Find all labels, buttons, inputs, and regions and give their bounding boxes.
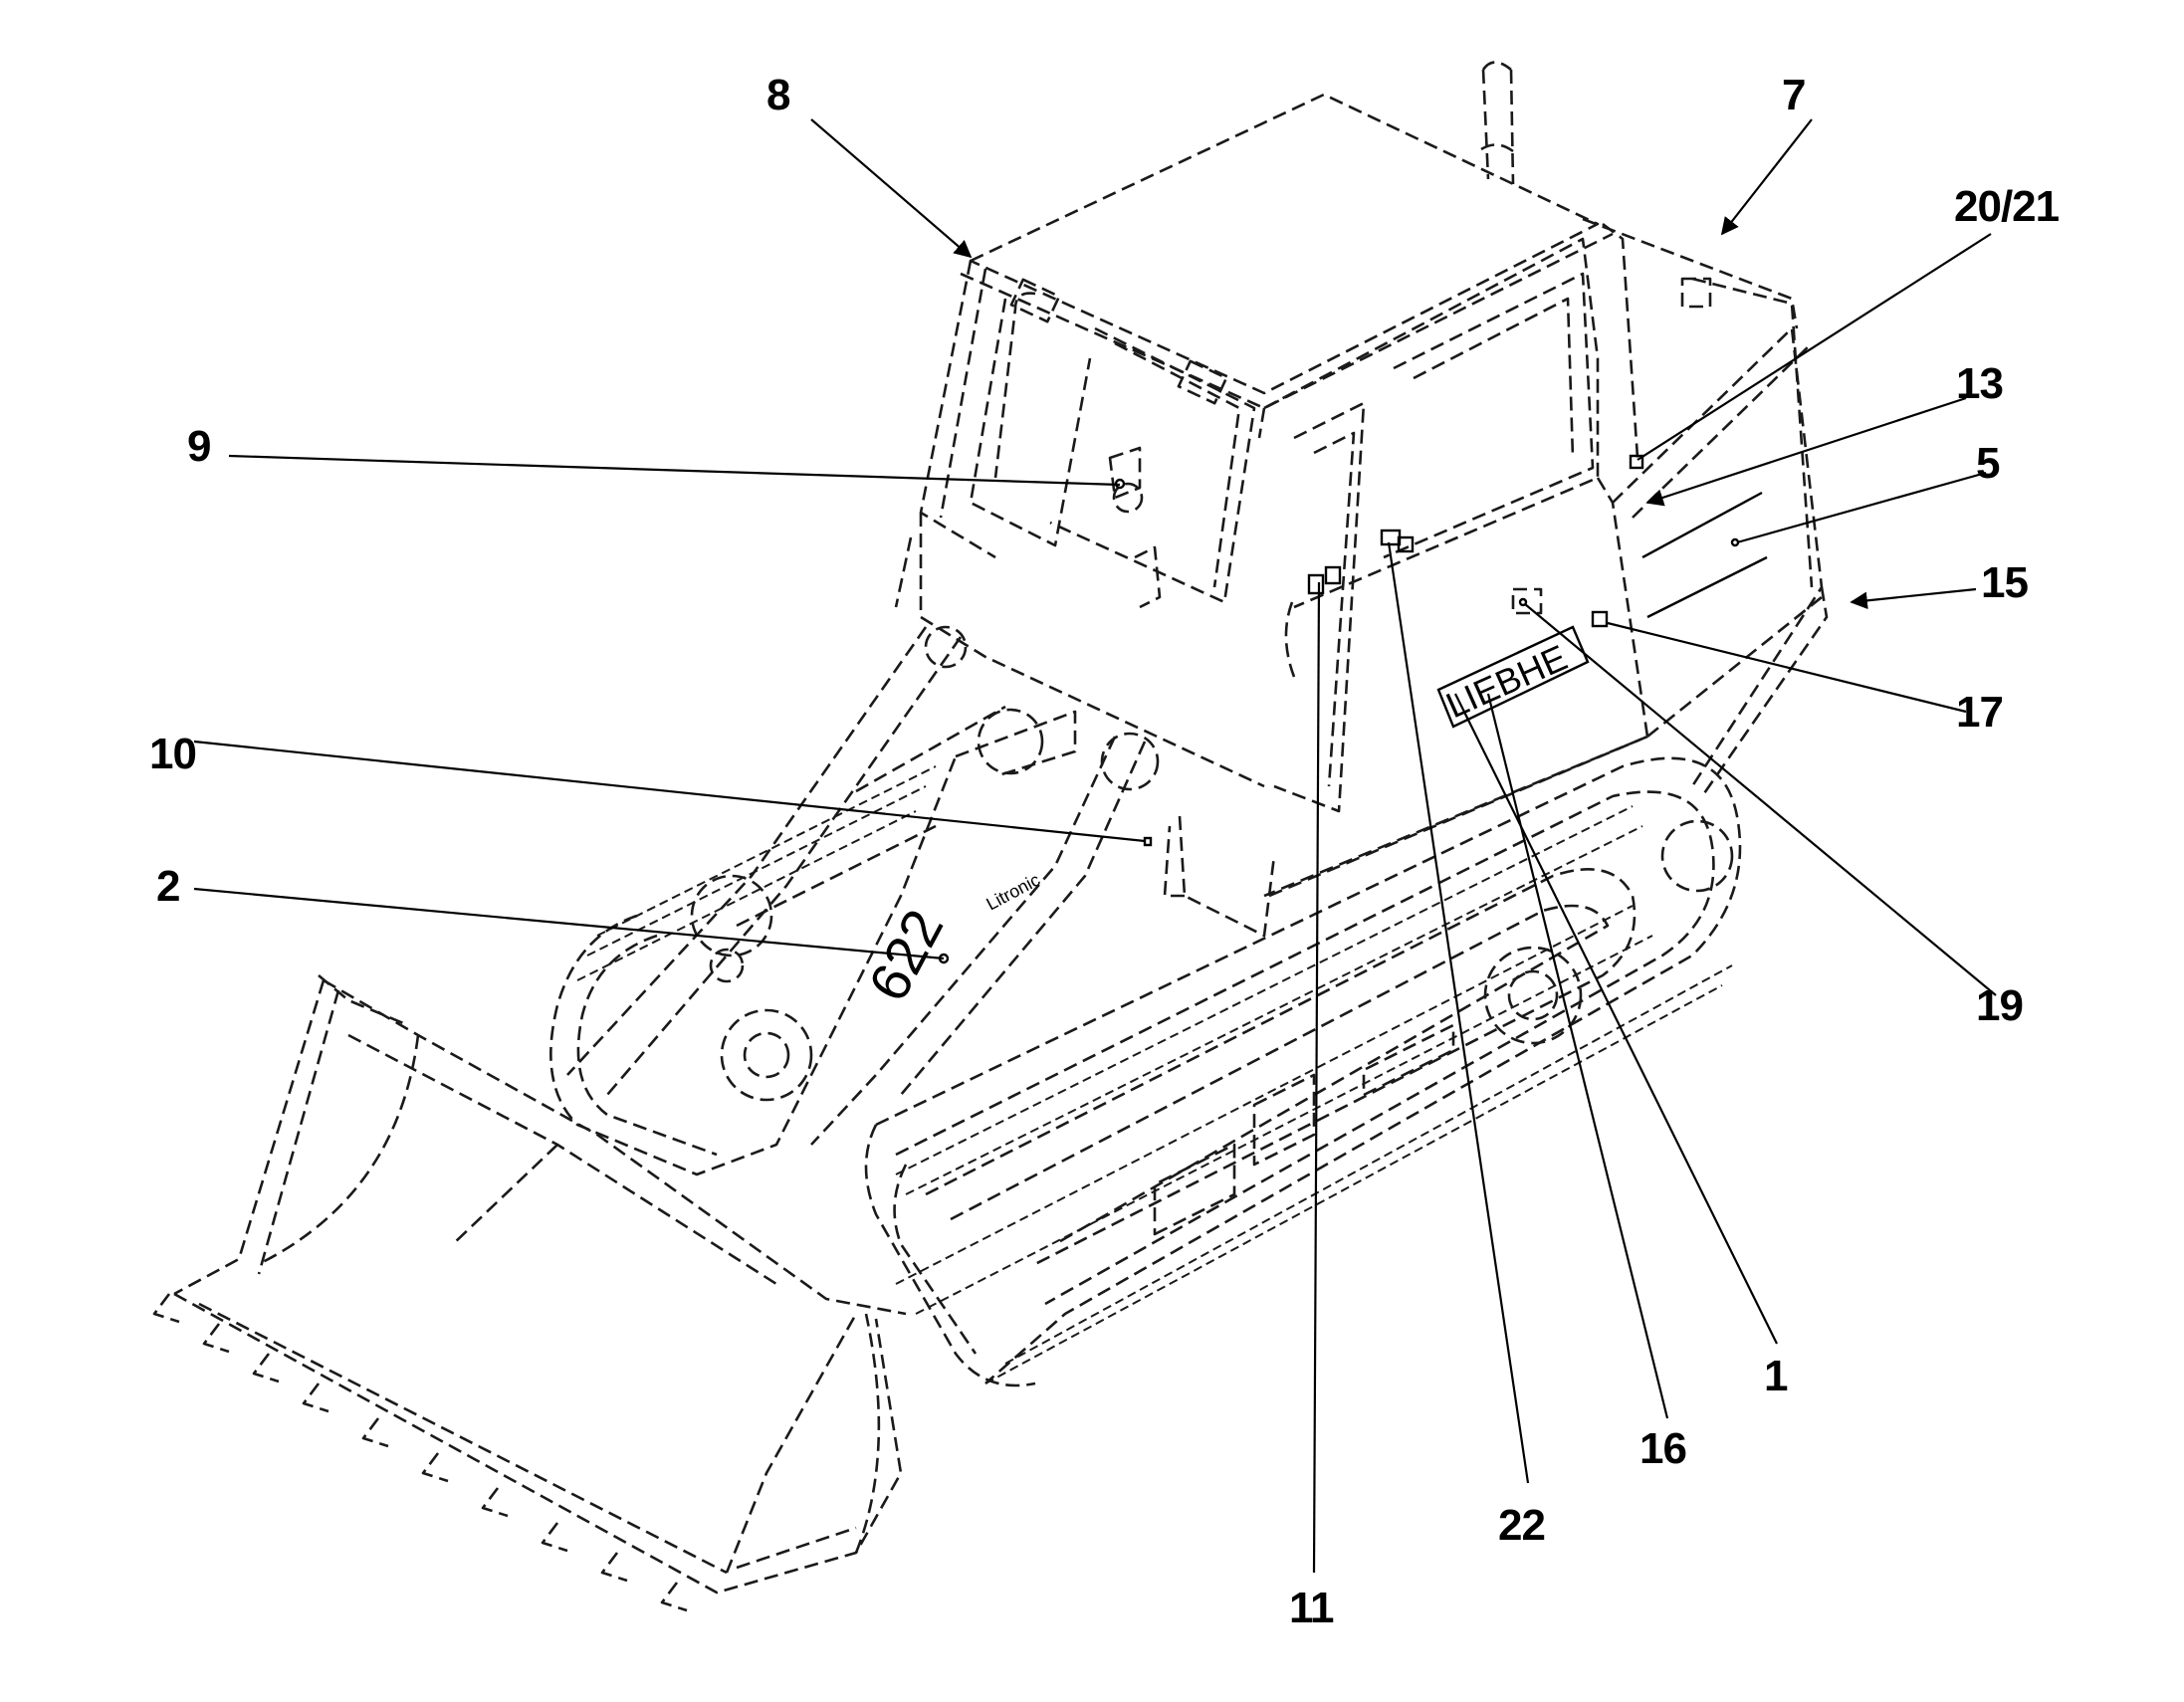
- cab-side-door: [1263, 222, 1814, 813]
- ref-label-7: 7: [1782, 71, 1805, 119]
- leader-20-21: [1637, 233, 1992, 461]
- ref-label-17: 17: [1956, 688, 2003, 737]
- leader-2: [193, 887, 945, 960]
- blade-teeth: [152, 1293, 688, 1612]
- model-suffix-text: Litronic: [983, 870, 1043, 915]
- leader-lines: [193, 118, 1997, 1574]
- leader-7: [1720, 118, 1813, 236]
- leader-8: [810, 118, 973, 259]
- rear-body: [1263, 277, 1829, 898]
- machine-outline: LIEBHE 622 Litronic: [152, 61, 1829, 1612]
- right-track: [864, 756, 1742, 1387]
- ref-label-22: 22: [1498, 1501, 1545, 1550]
- front-hood: [894, 513, 1648, 938]
- cab-roof: [960, 93, 1799, 439]
- cab-front: [919, 260, 1256, 604]
- leader-11: [1312, 581, 1321, 1574]
- ref-label-15: 15: [1981, 558, 2028, 607]
- leader-16: [1486, 693, 1669, 1419]
- ref-label-11: 11: [1289, 1584, 1334, 1632]
- leader-22: [1387, 541, 1530, 1484]
- brand-decal: LIEBHE: [1436, 625, 1590, 729]
- leader-15: [1850, 587, 1977, 610]
- ref-label-9: 9: [187, 422, 210, 471]
- leader-10: [193, 740, 1146, 843]
- leader-13: [1645, 396, 1967, 507]
- ref-label-5: 5: [1976, 439, 2000, 488]
- leader-17: [1607, 621, 1967, 714]
- ref-label-16: 16: [1639, 1424, 1686, 1473]
- ref-label-1: 1: [1764, 1352, 1788, 1400]
- brand-decal-text: LIEBHE: [1440, 637, 1574, 727]
- ref-label-19: 19: [1976, 981, 2023, 1030]
- ref-label-13: 13: [1956, 359, 2003, 408]
- left-track: [549, 755, 958, 1176]
- leader-1: [1454, 693, 1778, 1345]
- exhaust-stack: [1480, 61, 1515, 185]
- leader-19: [1524, 603, 1997, 996]
- reference-labels: 8 7 20/21 13 5 15 17 19 1 16 22 11 9 10 …: [149, 71, 2061, 1632]
- blade: [152, 974, 907, 1612]
- lift-arms: [566, 625, 1160, 1146]
- leader-9: [228, 454, 1121, 487]
- ref-label-2: 2: [156, 862, 179, 911]
- ref-label-20-21: 20/21: [1954, 182, 2060, 231]
- ref-label-10: 10: [149, 730, 196, 778]
- ref-label-8: 8: [766, 71, 790, 119]
- leader-5: [1736, 471, 1987, 544]
